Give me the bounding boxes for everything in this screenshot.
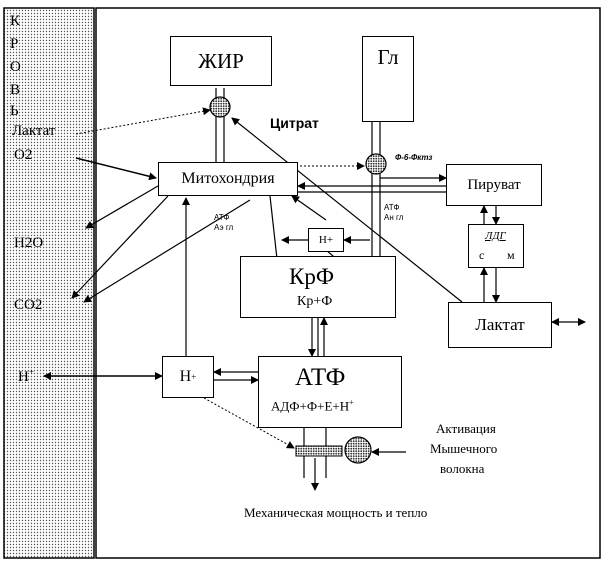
blood-letter: Ь <box>10 103 19 119</box>
small-h-plus-box: Н+ <box>308 228 344 252</box>
blood-letter: О <box>10 59 21 75</box>
blood-lactate-label: Лактат <box>12 123 56 139</box>
crp-sub-label: Кр+Ф <box>297 294 333 309</box>
h-plus-box: Н+ <box>162 356 214 398</box>
crp-label: КрФ <box>289 264 335 289</box>
blood-co2-label: CO2 <box>14 297 43 313</box>
blood-column <box>3 7 95 559</box>
blood-letter: В <box>10 82 21 98</box>
mechanical-output-label: Механическая мощность и тепло <box>244 505 428 520</box>
ldh-c-label: с <box>479 248 485 262</box>
ldh-m-label: м <box>507 248 515 262</box>
atp-anaerobic-label-2: Ан гл <box>384 213 404 222</box>
atp-aerobic-label-1: АТФ <box>214 213 230 222</box>
activation-label-3: волокна <box>440 461 485 476</box>
blood-letter: К <box>10 13 21 29</box>
lactate-box: Лактат <box>448 302 552 348</box>
blood-letter: Р <box>10 36 19 52</box>
atp-box: АТФ АДФ+Ф+Е+Н+ <box>258 356 402 428</box>
blood-h2o-label: H2O <box>14 235 44 251</box>
mitochondria-box: Митохондрия <box>158 162 298 196</box>
citrate-label: Цитрат <box>270 115 319 131</box>
blood-o2-label: О2 <box>14 147 33 163</box>
atp-label: АТФ <box>295 364 346 391</box>
creatine-phosphate-box: КрФ Кр+Ф <box>240 256 396 318</box>
activation-label-1: Активация <box>436 421 496 436</box>
fat-box: ЖИР <box>170 36 272 86</box>
pfk-regulation-node <box>365 153 387 175</box>
citrate-regulation-node <box>209 96 231 118</box>
pyruvate-box: Пируват <box>446 164 542 206</box>
activation-label-2: Мышечного <box>430 441 498 456</box>
pfk-label: Ф-6-Фктз <box>395 153 433 162</box>
ldh-box: ЛДГ с м <box>468 224 524 268</box>
glucose-box: Гл <box>362 36 414 122</box>
blood-h-plus-label: H+ <box>18 367 34 385</box>
muscle-cell-outline <box>95 7 601 559</box>
activation-node <box>344 436 372 464</box>
atp-equation: АДФ+Ф+Е+Н+ <box>271 398 354 414</box>
ldh-label: ЛДГ <box>485 230 506 242</box>
atp-aerobic-label-2: Аэ гл <box>214 223 234 232</box>
atp-anaerobic-label-1: АТФ <box>384 203 400 212</box>
